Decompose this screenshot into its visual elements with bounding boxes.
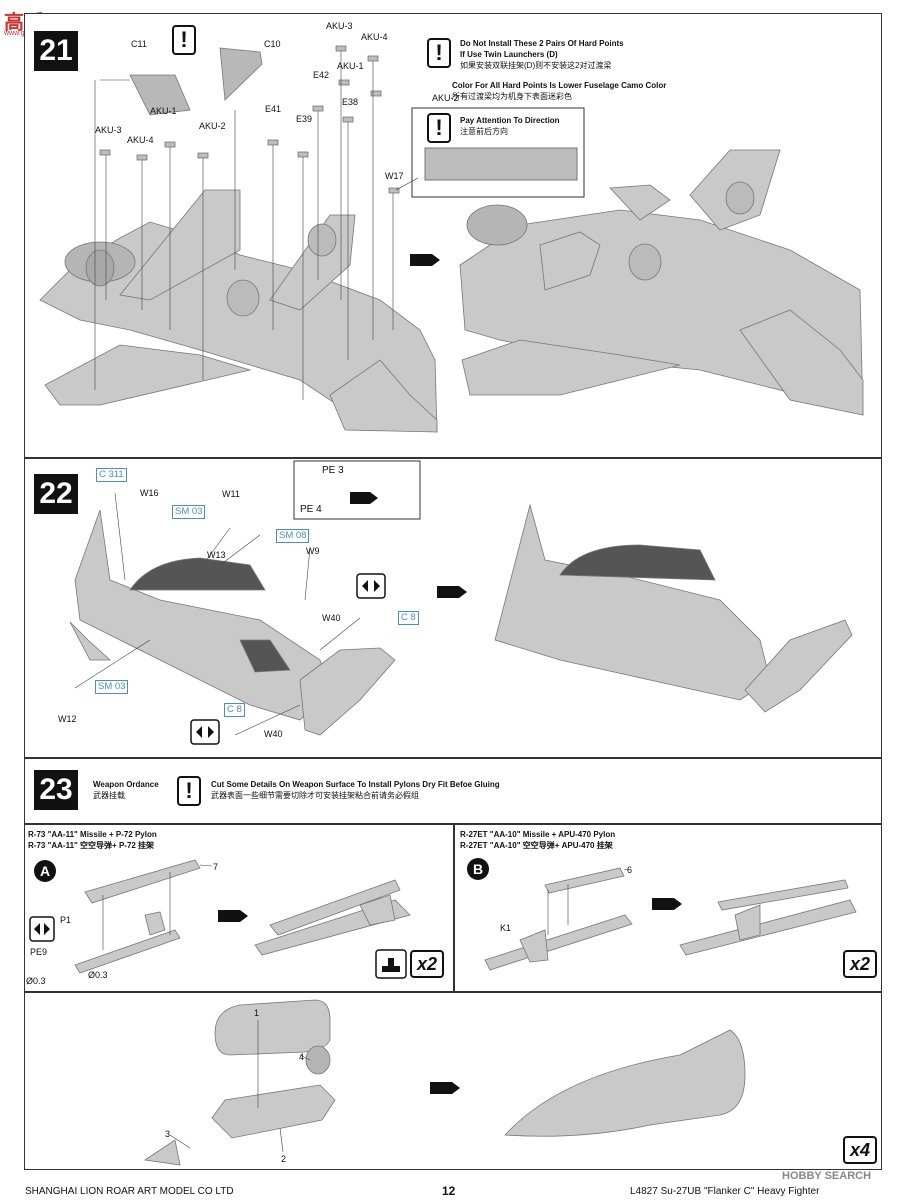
note-hardpoints: Do Not Install These 2 Pairs Of Hard Poi… — [460, 39, 624, 70]
warning-icon: ! — [172, 25, 196, 55]
part-c10: C10 — [264, 39, 281, 49]
part-aku2-left: AKU-2 — [199, 121, 226, 131]
part-pe9: PE9 — [30, 947, 48, 957]
part-w9: W9 — [306, 546, 320, 556]
part-c8-bottom: C 8 — [224, 703, 245, 717]
part-aku4-top: AKU-4 — [361, 32, 388, 42]
warning-icon: ! — [177, 776, 201, 806]
part-c311: C 311 — [96, 468, 127, 482]
part-k1: K1 — [500, 923, 512, 933]
part-e39: E39 — [296, 114, 313, 124]
part-aku1-top: AKU-1 — [337, 61, 364, 71]
part-e38: E38 — [342, 97, 359, 107]
part-w17: W17 — [385, 171, 404, 181]
part-7: 7 — [213, 862, 219, 872]
page-number: 12 — [442, 1184, 456, 1198]
step-21-number: 21 — [34, 31, 78, 71]
part-2: 2 — [281, 1154, 287, 1164]
part-sm08: SM 08 — [276, 529, 310, 543]
footer-product: L4827 Su-27UB "Flanker C" Heavy Fighter — [630, 1186, 820, 1197]
part-c11: C11 — [131, 39, 147, 49]
part-aku2-top: AKU-2 — [432, 93, 459, 103]
part-w13: W13 — [207, 550, 226, 560]
part-pe3: PE 3 — [322, 465, 344, 476]
panel-c — [24, 992, 882, 1170]
part-sm03-bottom: SM 03 — [95, 680, 129, 694]
part-w16: W16 — [140, 488, 159, 498]
part-w40-right: W40 — [322, 613, 341, 623]
panel-a-letter: A — [34, 860, 56, 882]
part-sm03-top: SM 03 — [172, 505, 206, 519]
dim-d03-a: Ø0.3 — [88, 970, 108, 980]
step-22-panel — [24, 458, 882, 758]
warning-icon: ! — [427, 113, 451, 143]
part-aku3-top: AKU-3 — [326, 21, 353, 31]
step-23-header — [24, 758, 882, 824]
step-23-number: 23 — [34, 770, 78, 810]
part-aku3-left: AKU-3 — [95, 125, 122, 135]
note-color: Color For All Hard Points Is Lower Fusel… — [452, 81, 667, 101]
warning-icon: ! — [427, 38, 451, 68]
step-22-number: 22 — [34, 474, 78, 514]
panel-b-title: R-27ET "AA-10" Missile + APU-470 Pylon R… — [460, 830, 616, 850]
dim-d03-b: Ø0.3 — [26, 976, 46, 986]
part-6: 6 — [627, 865, 633, 875]
quantity-badge: x2 — [843, 950, 877, 978]
part-c8-right: C 8 — [398, 611, 419, 625]
part-e41: E41 — [265, 104, 282, 114]
part-aku4-left: AKU-4 — [127, 135, 154, 145]
part-3: 3 — [165, 1129, 171, 1139]
part-1: 1 — [254, 1008, 260, 1018]
footer-company: SHANGHAI LION ROAR ART MODEL CO LTD — [25, 1186, 234, 1197]
quantity-badge: x4 — [843, 1136, 877, 1164]
quantity-badge: x2 — [410, 950, 444, 978]
part-p1: P1 — [60, 915, 72, 925]
part-w11: W11 — [222, 489, 240, 499]
part-w40-bottom: W40 — [264, 729, 283, 739]
part-e42: E42 — [313, 70, 330, 80]
panel-b-letter: B — [467, 858, 489, 880]
part-w12: W12 — [58, 714, 77, 724]
step-23-title: Weapon Ordance 武器挂载 — [93, 780, 159, 800]
part-4: 4 — [299, 1052, 305, 1062]
part-aku1-left: AKU-1 — [150, 106, 177, 116]
note-direction: Pay Attention To Direction 注意前后方向 — [460, 116, 560, 136]
footer-watermark: HOBBY SEARCH — [782, 1170, 872, 1182]
panel-a-title: R-73 "AA-11" Missile + P-72 Pylon R-73 "… — [28, 830, 157, 850]
part-pe4: PE 4 — [300, 504, 322, 515]
step-23-note: Cut Some Details On Weapon Surface To In… — [211, 780, 500, 800]
